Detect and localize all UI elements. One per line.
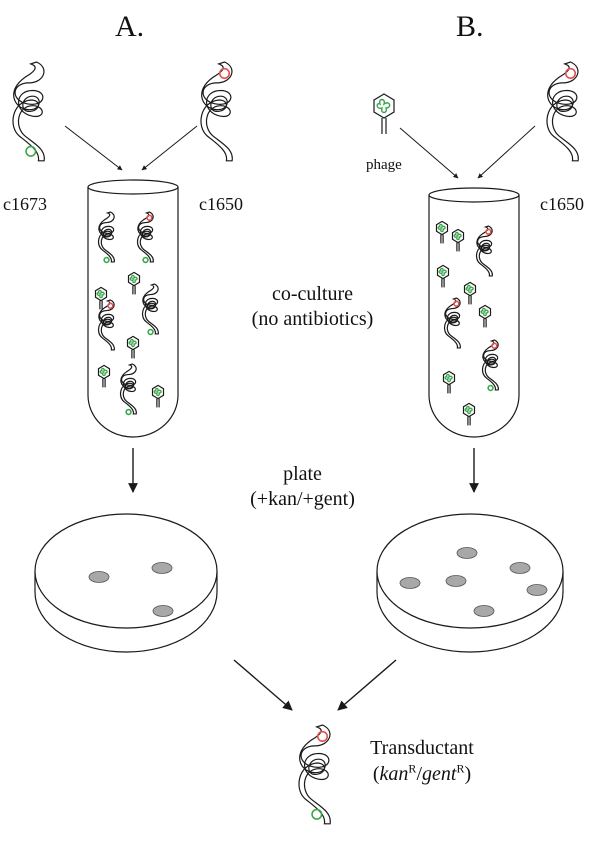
transductant-genotype: (kanR/gentR) (357, 761, 487, 787)
culture-tube-a (87, 179, 179, 438)
bacterium-coil-icon (200, 61, 233, 162)
strain-label-c1650-a: c1650 (199, 194, 243, 214)
bacterium-coil-icon (443, 297, 461, 349)
phage-icon (463, 281, 477, 305)
kan-sup: R (408, 761, 417, 776)
coculture-line2: (no antibiotics) (251, 308, 374, 330)
phage-icon (127, 271, 141, 295)
bacterium-coil-icon (546, 61, 579, 162)
bacterium-coil-icon (298, 724, 331, 825)
colony (445, 575, 467, 587)
phage-icon (451, 228, 465, 252)
bacterium-coil-icon (119, 363, 137, 416)
gent-gene: gent (422, 763, 457, 785)
phage-label: phage (366, 157, 402, 173)
phage-icon (373, 93, 395, 134)
petri-dish-b (376, 513, 564, 653)
kan-gene: kan (379, 763, 409, 785)
bacterium-coil-icon (12, 61, 45, 162)
strain-transductant-icon (298, 724, 331, 825)
transductant-label: Transductant (kanR/gentR) (357, 735, 487, 787)
panel-b-title: B. (456, 10, 484, 43)
strain-label-c1673: c1673 (3, 194, 47, 214)
phage-icon (436, 264, 450, 288)
phage-icon (94, 286, 108, 310)
tube-a-contents (94, 211, 165, 416)
gent-sup: R (456, 761, 465, 776)
phage-icon (151, 384, 165, 408)
colony (526, 584, 548, 596)
phage-icon (126, 335, 140, 359)
colony (88, 571, 110, 583)
petri-dish-a (34, 513, 218, 653)
panel-a-title: A. (115, 10, 145, 43)
bacterium-coil-icon (97, 211, 115, 264)
arrow-a-left (64, 125, 123, 171)
arrow-b-result (337, 659, 397, 711)
genotype-sep: / (416, 763, 422, 785)
strain-label-c1650-b: c1650 (540, 194, 584, 214)
strain-c1673-icon (12, 61, 45, 162)
phage-icon (97, 364, 111, 388)
colony (399, 577, 421, 589)
tube-b-contents (435, 220, 499, 426)
arrow-b-right (477, 125, 536, 179)
colony (151, 562, 173, 574)
strain-c1650-b-icon (546, 61, 579, 162)
phage-icon (462, 402, 476, 426)
bacterium-coil-icon (136, 211, 154, 264)
bacterium-coil-icon (481, 339, 499, 392)
phage-icon (435, 220, 449, 244)
bacterium-coil-icon (141, 283, 159, 336)
plate-line2: (+kan/+gent) (250, 488, 355, 510)
paren-close: ) (464, 763, 472, 785)
colony (456, 547, 478, 559)
arrow-a-right (141, 125, 198, 171)
colony (473, 605, 495, 617)
paren-open: ( (372, 763, 380, 785)
arrow-b-left (399, 127, 459, 179)
colony (152, 605, 174, 617)
phage-icon (373, 93, 395, 134)
phage-icon (478, 304, 492, 328)
colony (509, 562, 531, 574)
bacterium-coil-icon (97, 299, 115, 351)
coculture-line1: co-culture (271, 283, 354, 305)
bacterium-coil-icon (475, 225, 493, 277)
phage-icon (442, 370, 456, 394)
transductant-title: Transductant (370, 737, 474, 759)
strain-c1650-a-icon (200, 61, 233, 162)
culture-tube-b (428, 187, 520, 438)
coculture-label: co-culture (no antibiotics) (200, 282, 425, 332)
plate-label: plate (+kan/+gent) (190, 462, 415, 512)
plate-line1: plate (283, 463, 322, 485)
arrow-a-result (233, 659, 293, 711)
